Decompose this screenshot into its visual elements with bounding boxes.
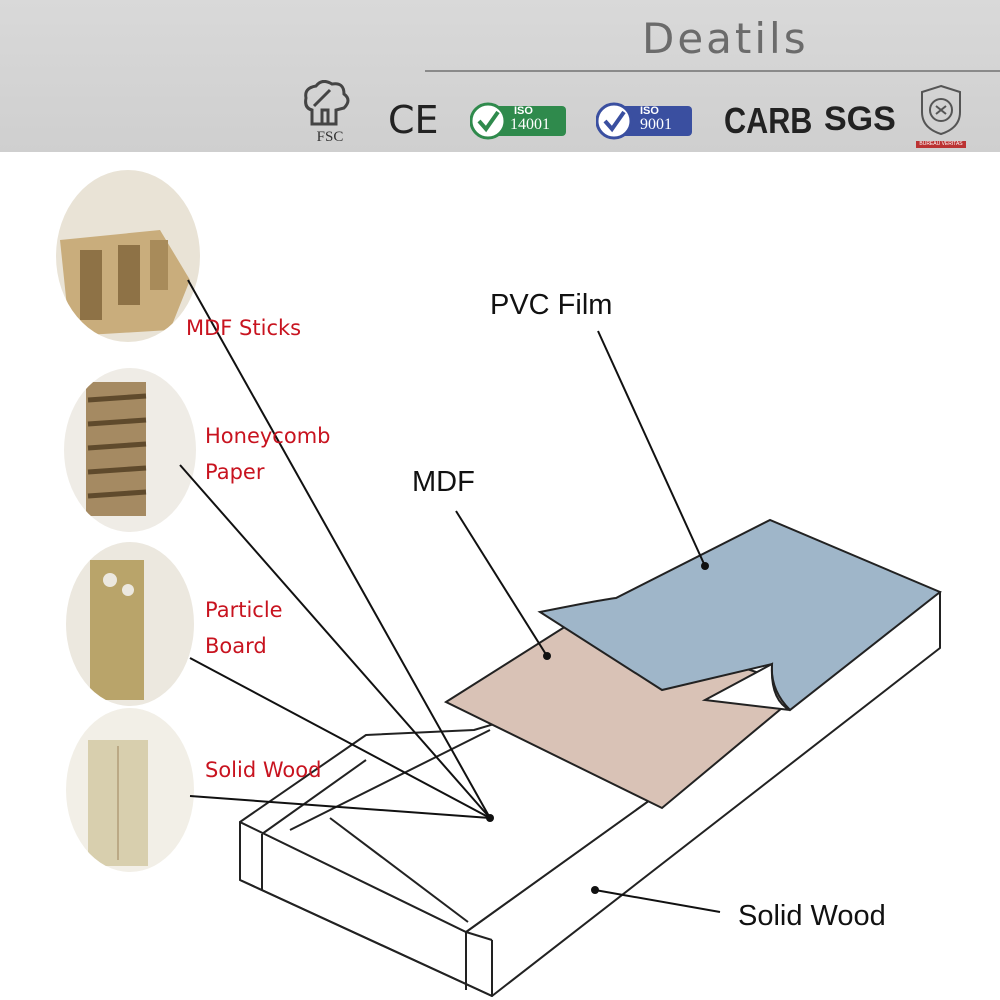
iso-9001-number: 9001 <box>640 116 672 133</box>
certification-header: Deatils FSC CE ISO 14001 ISO 9001 CARB S… <box>0 0 1000 152</box>
honeycomb-label-line1: Honeycomb <box>205 424 330 448</box>
fsc-logo: FSC <box>300 79 360 146</box>
header-divider <box>425 70 1000 72</box>
bureau-veritas-seal-icon <box>921 84 961 136</box>
bureau-veritas-logo: BUREAU VERITAS <box>916 84 966 148</box>
iso-14001-number: 14001 <box>510 116 550 133</box>
leader-lines <box>179 279 721 913</box>
iso-14001-top: ISO <box>514 105 533 117</box>
solid-wood-inner-label: Solid Wood <box>205 758 321 782</box>
iso-9001-badge: ISO 9001 <box>595 102 696 145</box>
honeycomb-label-line2: Paper <box>205 460 265 484</box>
iso-14001-badge: ISO 14001 <box>469 102 570 145</box>
ce-mark: CE <box>388 98 439 142</box>
mdf-sticks-photo <box>56 170 200 342</box>
honeycomb-paper-photo <box>64 368 196 532</box>
particle-board-photo <box>66 542 194 706</box>
mdf-label: MDF <box>412 466 475 498</box>
carb-mark: CARB <box>724 100 813 141</box>
bureau-veritas-label: BUREAU VERITAS <box>916 141 966 148</box>
leader-dots <box>486 562 709 894</box>
particle-board-label-line1: Particle <box>205 598 283 622</box>
fsc-tree-icon <box>304 79 350 126</box>
fsc-label: FSC <box>316 129 344 145</box>
mdf-sticks-label: MDF Sticks <box>186 316 301 340</box>
sgs-mark: SGS <box>824 100 896 138</box>
pvc-film-layer <box>537 518 942 712</box>
solid-wood-outer-label: Solid Wood <box>738 900 886 932</box>
solid-wood-photo <box>66 708 194 872</box>
header-title: Deatils <box>642 14 809 63</box>
particle-board-label-line2: Board <box>205 634 267 658</box>
pvc-film-label: PVC Film <box>490 289 612 321</box>
iso-9001-top: ISO <box>640 105 659 117</box>
